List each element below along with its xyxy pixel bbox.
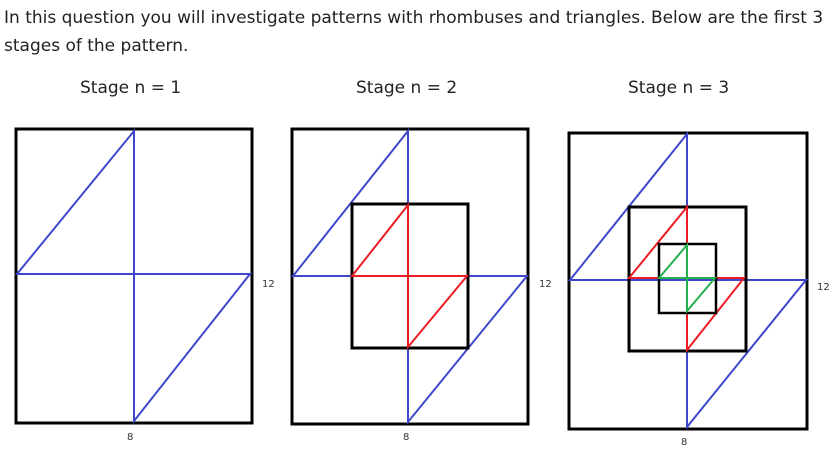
outer-rectangle xyxy=(14,127,254,425)
stage-2-title: Stage n = 2 xyxy=(356,78,458,98)
stage-1-figure: 12 8 xyxy=(14,127,275,443)
stage-2-figure: 12 8 xyxy=(290,127,552,443)
stage-3-figure: 12 8 xyxy=(567,131,830,448)
width-label: 8 xyxy=(403,432,409,443)
stage-3-title: Stage n = 3 xyxy=(628,78,730,98)
height-label: 12 xyxy=(262,279,275,290)
width-label: 8 xyxy=(127,432,133,443)
red-rhombus xyxy=(349,202,470,350)
height-label: 12 xyxy=(817,282,830,293)
intro-text: In this question you will investigate pa… xyxy=(4,8,824,56)
blue-rhombus xyxy=(14,128,253,424)
stage-1-title: Stage n = 1 xyxy=(80,78,182,98)
height-label: 12 xyxy=(539,279,552,290)
green-rhombus xyxy=(656,242,718,314)
width-label: 8 xyxy=(681,437,687,448)
